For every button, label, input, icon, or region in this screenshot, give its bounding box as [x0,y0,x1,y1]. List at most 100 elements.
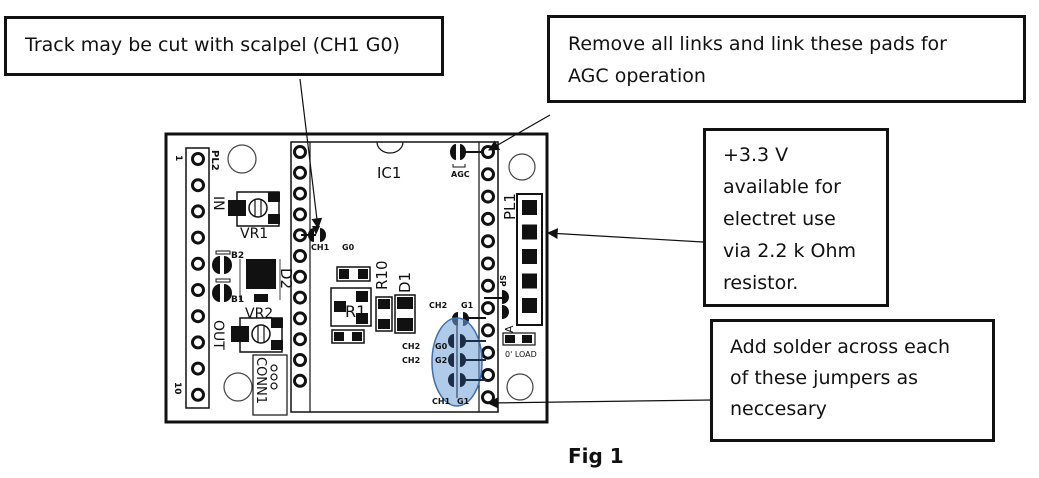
d1-diode [394,294,416,334]
conn1-label: CONN1 [253,357,268,404]
b1-jumper [212,278,232,302]
ch2-g2-ch-label: CH2 [402,356,420,365]
pl2-header-outline [185,147,210,409]
pl2-pin [191,152,205,166]
r10-resistor [336,266,371,282]
ch1-g1-g-label: G1 [457,397,470,406]
callout-solder-jumpers: Add solder across each of these jumpers … [710,319,995,442]
ic1-pin [481,211,495,226]
conn1-connector [252,354,288,416]
ic1-pin [293,332,307,347]
ch2-g1-ch-label: CH2 [429,301,447,310]
ch1-g1-ch-label: CH1 [432,397,451,406]
smd-capacitor [375,296,393,332]
callout-text: Remove all links and link these pads for [568,33,947,55]
smd-resistor [331,329,365,344]
b2-label: B2 [231,251,244,261]
ch1-g0-ch-label: CH1 [311,243,330,252]
r10-label: R10 [373,260,391,290]
pl1-pad [522,224,537,240]
ic1-pin [481,323,495,338]
pl2-pin1-label: 1 [173,155,183,161]
pl2-pin [191,230,205,245]
callout-track-cut: Track may be cut with scalpel (CH1 G0) [4,16,444,76]
leader-electret [546,228,704,243]
in-label: IN [210,196,226,211]
ch2-g2-jumper [448,353,486,367]
ic1-pin [481,368,495,382]
ic1-pin [293,290,307,305]
vr1-trimmer [228,191,280,227]
agc-jumper [450,144,484,168]
pl2-pin [191,309,205,324]
ic1-pin [481,345,495,360]
pl2-pin10-label: 10 [172,382,182,395]
mounting-hole [506,373,534,401]
sp-jumper [484,290,509,319]
ic1-right-pins [481,145,495,405]
ic1-label: IC1 [377,164,401,182]
vr2-label: VR2 [245,306,273,322]
vr2-trimmer [231,317,283,353]
ic1-pin [293,311,307,326]
b2-jumper [212,250,232,274]
leader-track-cut [299,78,323,230]
callout-text: resistor. [723,272,799,294]
vr1-label: VR1 [240,226,268,242]
pl2-label: PL2 [209,150,220,171]
ch2-g0-ch-label: CH2 [402,342,420,351]
mounting-hole [227,144,257,174]
callout-text: Add solder across each [730,336,950,358]
ch1-g1-jumper [448,373,486,387]
ch2-g0-g-label: G0 [435,342,448,351]
r1-label: R1 [345,302,366,321]
ch2-g1-g-label: G1 [461,301,474,310]
pl1-header-outline [516,193,543,326]
callout-electret-supply: +3.3 V available for electret use via 2.… [703,128,889,307]
pl2-pin [191,256,205,271]
pl2-pin [191,178,205,193]
ic1-pin [293,269,307,284]
pl2-pin [191,387,205,402]
ic1-pin [481,167,495,182]
ic1-pin [481,390,495,405]
mounting-hole [223,372,253,402]
pl2-pin [191,283,205,297]
agc-label: AGC [451,170,470,179]
callout-text: neccesary [730,398,827,420]
ic1-pin [293,249,307,263]
callout-text: of these jumpers as [730,367,919,389]
ic1-pin [481,301,495,316]
ic1-pin [481,189,495,204]
figure-caption: Fig 1 [568,444,624,468]
ch2-g2-g-label: G2 [435,356,447,365]
ic1-outline [290,141,499,413]
mounting-hole [508,153,536,181]
ic1-pin [293,207,307,222]
pl1-pads [522,200,537,313]
ic1-pin [293,353,307,367]
ic1-left-pins [293,145,307,388]
leader-agc [488,114,551,151]
d2-label: D2 [277,268,295,289]
pl1-pad [522,249,537,264]
pl2-pin [191,204,205,219]
callout-agc-operation: Remove all links and link these pads for… [547,15,1026,103]
ic1-pin [293,186,307,201]
ch1-g0-g-label: G0 [342,243,355,252]
ic1-pin [481,234,495,249]
load-label: 0' LOAD [505,350,537,359]
load-jumper [502,332,536,346]
d2-diode [239,259,281,302]
b1-label: B1 [231,295,244,305]
pl1-pad [522,273,537,289]
pl2-pins [191,152,205,402]
callout-text: available for [723,176,841,198]
ic1-pin [293,373,307,388]
ch2-g0-jumper [448,334,486,348]
d1-label: D1 [396,272,414,293]
callout-text: via 2.2 k Ohm [723,240,857,262]
pl2-pin [191,361,205,376]
ic1-pin [481,256,495,271]
